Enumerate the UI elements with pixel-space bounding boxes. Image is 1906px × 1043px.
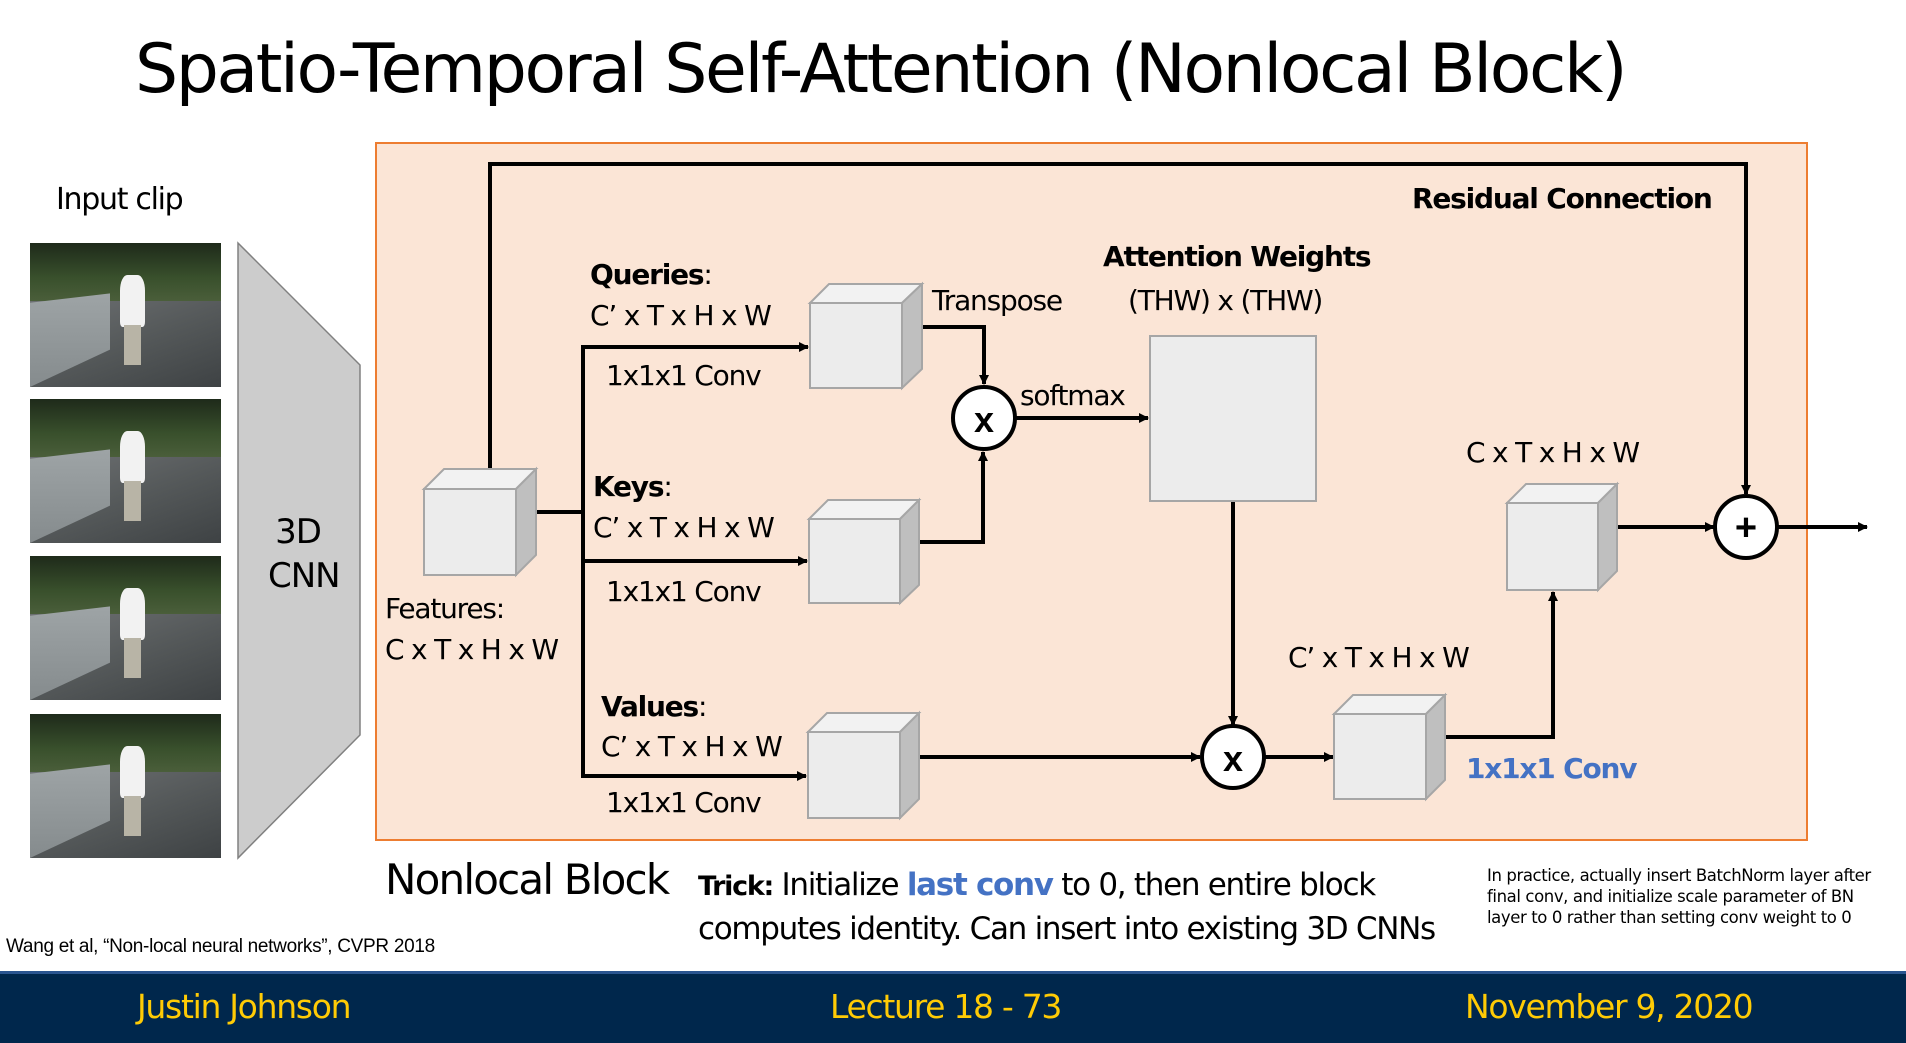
values-conv-label: 1x1x1 Conv [606,786,762,819]
slide-title: Spatio-Temporal Self-Attention (Nonlocal… [135,30,1627,109]
trick-highlight: last conv [906,867,1054,903]
transpose-label: Transpose [932,284,1063,317]
output-cube [1504,481,1620,593]
footer-lecture: Lecture 18 - 73 [830,987,1062,1026]
multiply-node-qk: x [951,385,1017,451]
attention-weights-dims: (THW) x (THW) [1128,284,1323,317]
features-dims: C x T x H x W [385,633,559,666]
colon: : [698,690,707,723]
keys-label-text: Keys [593,470,665,503]
keys-dims: C’ x T x H x W [593,511,775,544]
queries-dims: C’ x T x H x W [590,299,772,332]
footer-bar: Justin Johnson Lecture 18 - 73 November … [0,971,1906,1043]
queries-label-text: Queries [590,258,705,291]
output-dims: C x T x H x W [1466,436,1640,469]
citation: Wang et al, “Non-local neural networks”,… [6,936,435,957]
softmax-label: softmax [1020,379,1126,412]
trick-note: Trick: Initialize last conv to 0, then e… [698,864,1436,950]
trick-bold: Trick: [698,871,774,902]
values-dims: C’ x T x H x W [601,730,783,763]
practice-note: In practice, actually insert BatchNorm l… [1487,865,1871,928]
residual-connection-line [488,162,1751,495]
keys-label: Keys: [593,470,673,504]
query-transpose-line [922,325,989,385]
residual-add-node: + [1713,494,1779,560]
attention-weights-matrix [1149,335,1317,502]
trick-line-2: computes identity. Can insert into exist… [698,911,1436,947]
practice-line: final conv, and initialize scale paramet… [1487,887,1854,906]
key-cube [806,497,922,606]
values-label-text: Values [601,690,699,723]
keys-conv-label: 1x1x1 Conv [606,575,762,608]
output-conv-line [1445,591,1558,739]
nonlocal-block-caption: Nonlocal Block [385,855,670,904]
colon: : [663,470,672,503]
queries-label: Queries: [590,258,713,292]
trick-text: to 0, then entire block [1052,867,1376,903]
features-label: Features: [385,592,505,625]
key-to-multiply-line [919,451,988,544]
features-cube [421,466,539,578]
multiply-node-av: x [1200,724,1266,790]
values-label: Values: [601,690,708,724]
query-cube [807,281,925,391]
multiply-icon: x [974,399,994,440]
footer-author: Justin Johnson [137,987,352,1026]
video-frame [30,243,221,387]
colon: : [703,258,712,291]
cnn-label: 3D CNN [268,510,341,598]
cnn-label-cnn: CNN [268,556,341,596]
video-frame [30,399,221,543]
residual-connection-label: Residual Connection [1412,182,1713,215]
attention-weights-title: Attention Weights [1103,240,1372,273]
plus-icon: + [1735,507,1757,549]
value-cube [805,710,922,821]
output-conv-label: 1x1x1 Conv [1466,752,1637,785]
practice-line: In practice, actually insert BatchNorm l… [1487,866,1871,885]
video-frame [30,556,221,700]
cnn-trapezoid [237,241,361,860]
practice-line: layer to 0 rather than setting conv weig… [1487,908,1852,927]
weighted-values-dims: C’ x T x H x W [1288,641,1470,674]
multiply-icon: x [1223,738,1243,779]
trick-line-1: Trick: Initialize last conv to 0, then e… [698,864,1435,908]
cnn-label-3d: 3D [275,512,322,552]
video-frame [30,714,221,858]
input-clip-label: Input clip [56,182,184,217]
queries-conv-label: 1x1x1 Conv [606,359,762,392]
trick-text: Initialize [772,867,907,903]
weighted-values-cube [1331,692,1448,802]
footer-date: November 9, 2020 [1465,987,1754,1026]
